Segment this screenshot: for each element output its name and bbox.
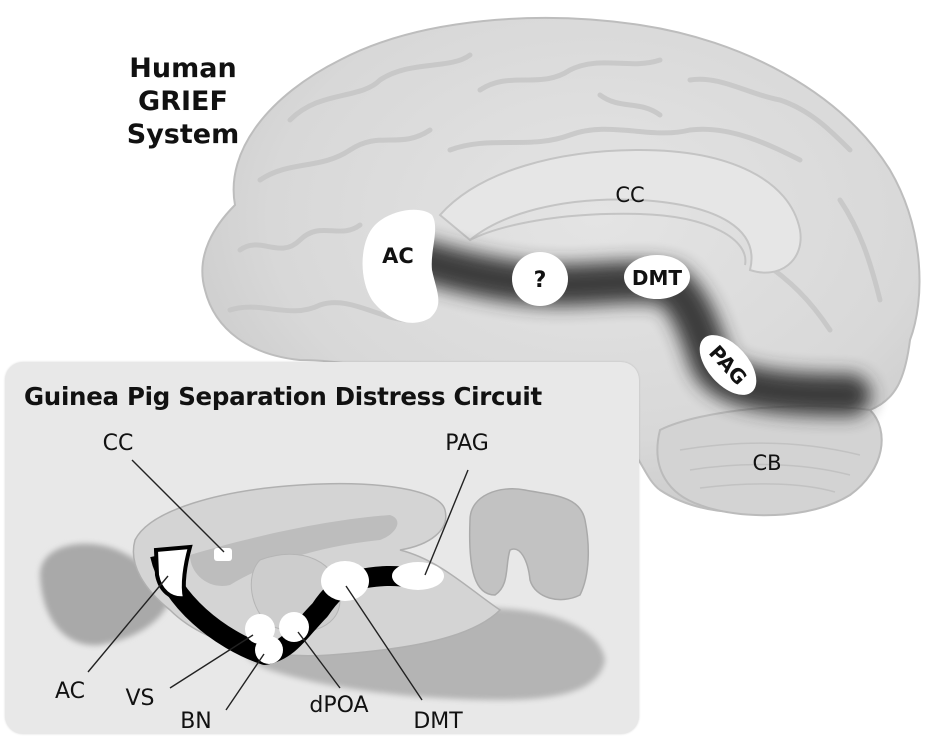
gp-node-bn [255,636,283,664]
title-line-2: GRIEF [138,86,228,117]
human-node-dmt [624,255,690,299]
guinea-pig-title: Guinea Pig Separation Distress Circuit [24,382,542,411]
gp-label-bn: BN [180,709,212,734]
gp-node-ac [153,544,193,601]
title-line-3: System [126,119,240,150]
gp-leader-lines [87,459,469,711]
human-label-ac: AC [382,244,414,268]
human-label-cb: CB [752,451,781,475]
brain-gyri [227,52,883,333]
gp-label-vs: VS [125,686,154,711]
human-label-unknown: ? [534,268,547,293]
gp-node-cc [214,548,232,561]
gp-label-cc: CC [103,431,134,456]
gp-label-dmt: DMT [413,709,463,734]
human-node-unknown [512,252,568,306]
human-label-dmt: DMT [632,266,683,290]
gp-node-dmt [321,561,369,601]
gp-cerebellum [468,488,590,601]
gp-node-pag [392,562,444,590]
gp-label-dpoa: dPOA [309,693,368,718]
gp-label-pag: PAG [445,431,489,456]
human-label-cc: CC [615,183,644,207]
human-corpus-callosum [438,148,802,274]
gp-ventricle [190,515,398,586]
human-node-ac [362,209,439,323]
human-grief-system-title: Human GRIEF System [118,52,248,151]
gp-node-dpoa [279,612,309,642]
gp-label-ac: AC [55,679,85,704]
human-node-pag [699,335,757,395]
title-line-1: Human [129,53,237,84]
